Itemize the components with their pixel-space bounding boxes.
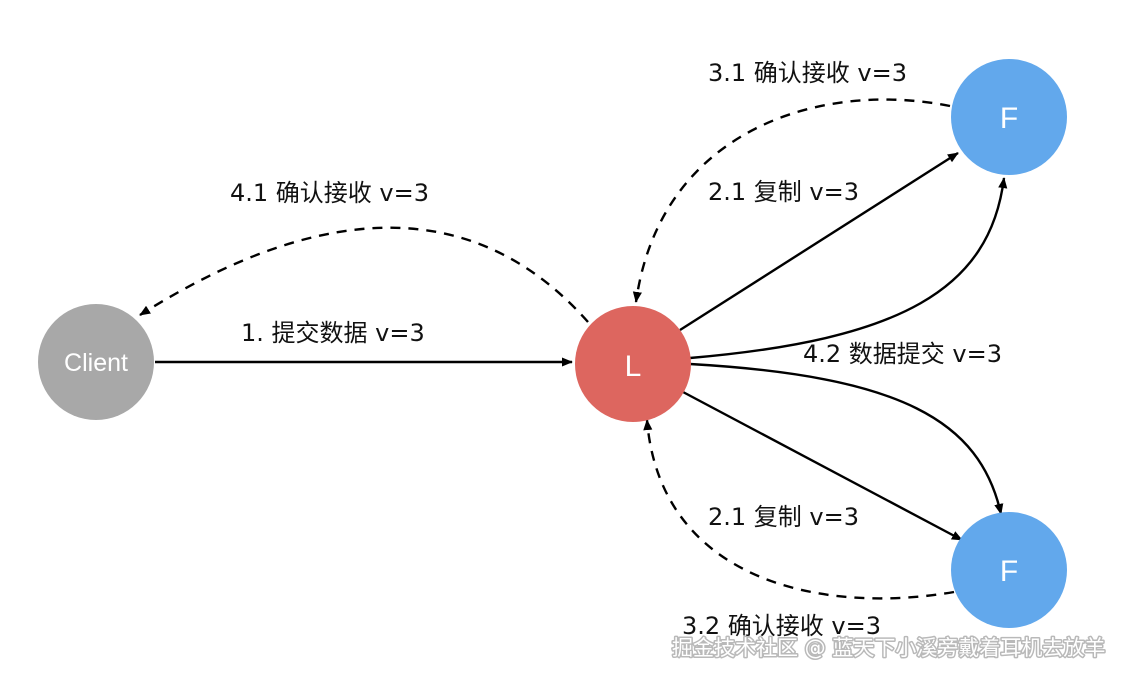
node-leader: L [575,306,691,422]
node-client: Client [38,304,154,420]
edge-ack-follower-bottom-to-leader [643,419,955,600]
node-follower-bottom-circle [951,512,1067,628]
watermark-text: 掘金技术社区 @ 蓝天下小溪旁戴着耳机去放羊 [672,636,1105,660]
node-follower-bottom: F [951,512,1067,628]
label-ack-top: 3.1 确认接收 v=3 [708,59,907,87]
edge-commit-leader-to-follower-bottom [689,362,1004,515]
label-replicate-top: 2.1 复制 v=3 [708,178,859,206]
edge-replicate-leader-to-follower-bottom [682,390,963,542]
node-client-label: Client [64,349,128,377]
node-leader-circle [575,306,691,422]
edge-ack-leader-to-client [139,226,589,323]
label-ack-bottom: 3.2 确认接收 v=3 [682,612,881,640]
label-replicate-bottom: 2.1 复制 v=3 [708,503,859,531]
node-leader-label: L [625,350,642,383]
edge-commit-leader-to-follower-top [689,177,1008,360]
label-propose: 1. 提交数据 v=3 [241,319,425,347]
node-follower-top-label: F [1000,102,1018,135]
label-ack-client: 4.1 确认接收 v=3 [230,179,429,207]
node-follower-bottom-label: F [1000,555,1018,588]
node-follower-top-circle [951,59,1067,175]
edge-replicate-leader-to-follower-top [679,151,959,332]
node-client-circle [38,304,154,420]
edge-ack-follower-top-to-leader [632,98,951,303]
node-follower-top: F [951,59,1067,175]
label-commit: 4.2 数据提交 v=3 [803,340,1002,368]
